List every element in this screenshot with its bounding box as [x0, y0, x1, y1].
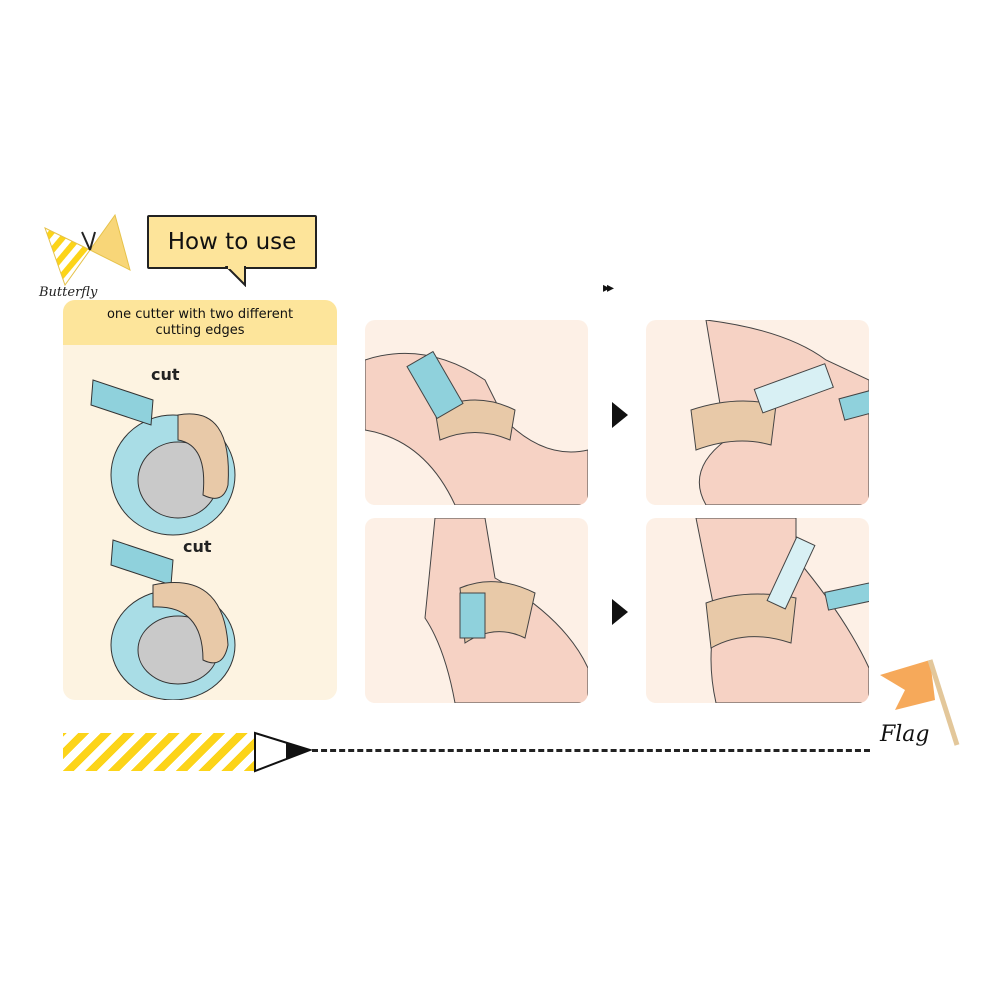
arrow-right-icon: [612, 599, 628, 625]
dashed-line: [312, 749, 870, 752]
tape-roll-illustrations: cut cut: [90, 365, 236, 700]
butterfly-logo: Butterfly: [38, 213, 131, 300]
step-1-image: [365, 320, 588, 505]
arrow-right-icon: [612, 402, 628, 428]
pencil-tip-icon: [254, 731, 314, 773]
bubble-tail: [225, 265, 246, 287]
how-to-use-title: How to use: [147, 215, 317, 269]
pencil-body: [63, 733, 255, 771]
panel-header: one cutter with two different cutting ed…: [63, 300, 337, 345]
flag-label: Flag: [880, 722, 930, 747]
step-3-image: [365, 518, 588, 703]
step-4-image: [646, 518, 869, 703]
next-indicator: ▸▸: [603, 280, 614, 296]
svg-text:cut: cut: [183, 537, 212, 556]
cutter-edges-panel: one cutter with two different cutting ed…: [63, 300, 337, 700]
tape-roll-2: cut: [110, 537, 236, 700]
flag-icon: [880, 659, 960, 746]
svg-text:cut: cut: [151, 365, 180, 384]
step-2-image: [646, 320, 869, 505]
tape-roll-1: cut: [90, 365, 236, 536]
svg-text:Butterfly: Butterfly: [38, 285, 98, 300]
